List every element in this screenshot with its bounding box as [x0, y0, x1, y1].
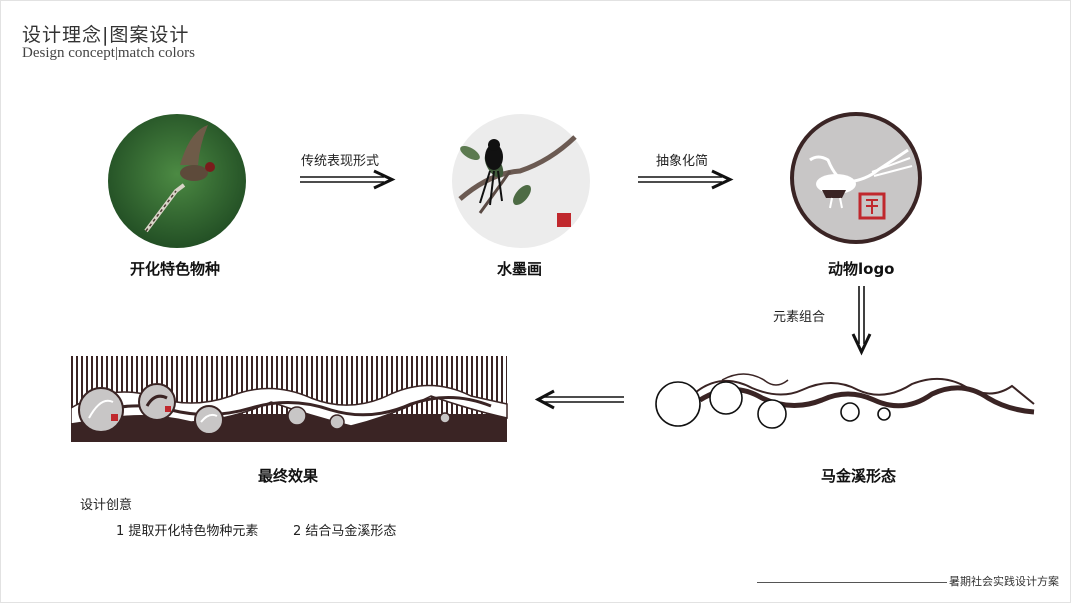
- notes-heading: 设计创意: [80, 498, 133, 513]
- pheasant-photo: [108, 114, 246, 248]
- final-label: 最终效果: [258, 467, 319, 485]
- logo-label: 动物logo: [828, 260, 895, 278]
- ink-painting: [452, 114, 590, 248]
- wave-label: 马金溪形态: [821, 467, 897, 485]
- animal-logo: [790, 112, 922, 244]
- photo-label: 开化特色物种: [130, 260, 221, 278]
- right-arrow-icon: [638, 169, 734, 190]
- notes-item-2: 2 结合马金溪形态: [293, 524, 397, 539]
- right-arrow-icon: [300, 169, 396, 190]
- ink-label: 水墨画: [497, 260, 543, 278]
- down-arrow-icon: [851, 286, 872, 356]
- page-subtitle: Design concept|match colors: [22, 45, 195, 61]
- footer-text: 暑期社会实践设计方案: [949, 575, 1059, 588]
- arrow-1-caption: 传统表现形式: [301, 154, 380, 169]
- river-wave-shape: [655, 373, 1035, 429]
- arrow-3-caption: 元素组合: [773, 310, 826, 325]
- notes-item-1: 1 提取开化特色物种元素: [116, 524, 259, 539]
- left-arrow-icon: [534, 389, 624, 410]
- footer: 暑期社会实践设计方案: [757, 573, 1059, 589]
- page-title: 设计理念|图案设计: [22, 24, 190, 46]
- final-pattern: [71, 356, 508, 442]
- arrow-2-caption: 抽象化简: [656, 154, 709, 169]
- footer-rule: [757, 581, 947, 583]
